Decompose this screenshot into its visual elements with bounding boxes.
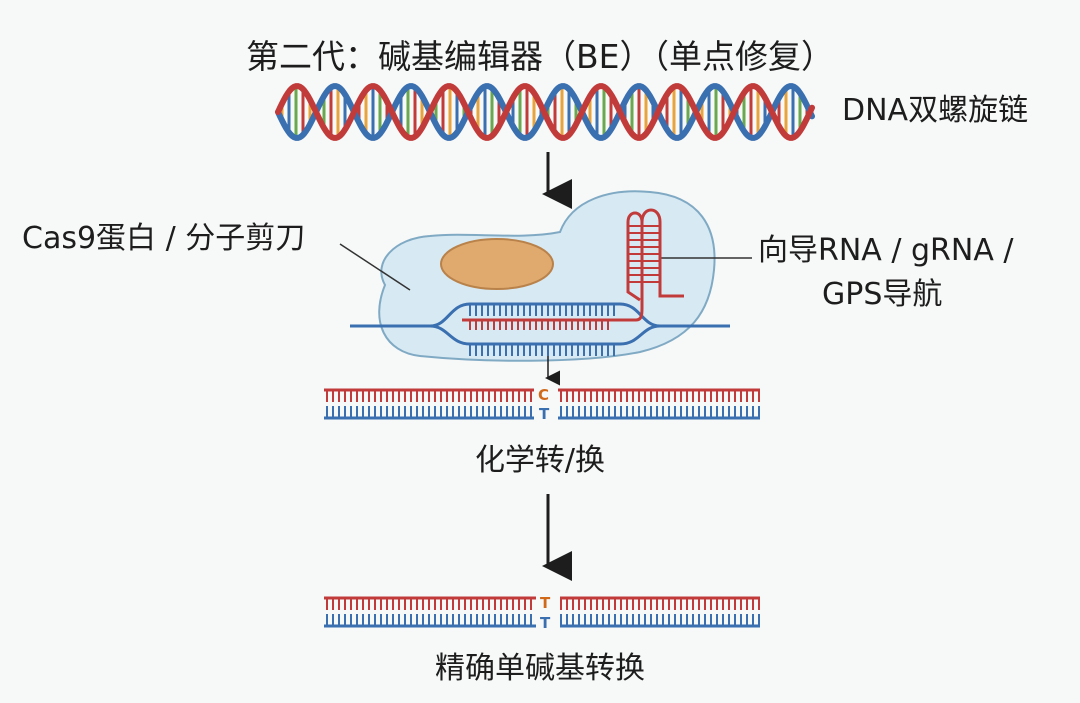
hairpin-stem-right: [640, 208, 684, 298]
grna-label-line2: GPS导航: [822, 277, 943, 312]
rloop-bottom-strand: [350, 324, 730, 346]
step2-label: 精确单碱基转换: [435, 651, 645, 686]
cas9-label: Cas9蛋白 / 分子剪刀: [22, 221, 306, 256]
base-before-top: C: [538, 386, 550, 404]
dna-rloop: [350, 302, 730, 356]
grna-hairpin: [618, 208, 684, 322]
dna-label: DNA双螺旋链: [842, 93, 1029, 128]
step1-label: 化学转/换: [474, 443, 606, 478]
base-after-top: T: [540, 594, 551, 612]
helix-strand-red: [275, 83, 815, 141]
rloop-top-strand: [350, 302, 730, 328]
base-before-bottom: T: [539, 405, 550, 423]
cas9-domain: [440, 238, 554, 290]
base-after-bottom: T: [540, 614, 551, 632]
page-title: 第二代：碱基编辑器（BE）（单点修复）: [246, 37, 834, 76]
dna-duplex-after: [324, 596, 760, 628]
dna-duplex-before: [324, 388, 760, 420]
grna-label-line1: 向导RNA / gRNA /: [758, 233, 1014, 268]
dna-double-helix: [275, 83, 815, 141]
cas9-pointer-line: [339, 243, 411, 291]
